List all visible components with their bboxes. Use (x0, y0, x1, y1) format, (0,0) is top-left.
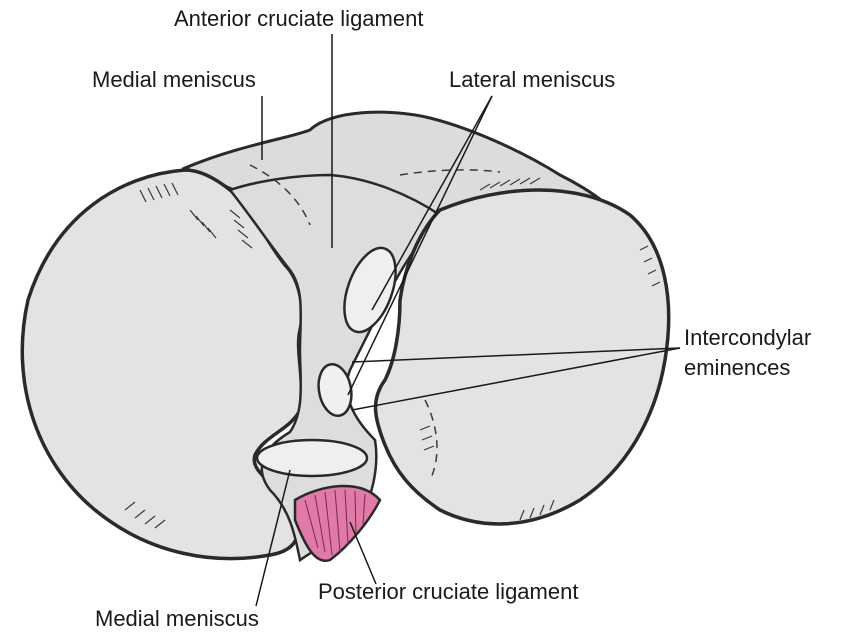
lateral-condyle (376, 190, 669, 524)
label-intercondylar-line1: Intercondylar (684, 323, 811, 353)
label-medial-meniscus-top: Medial meniscus (92, 68, 256, 92)
leader-pcl (350, 522, 376, 584)
label-posterior-cruciate-ligament: Posterior cruciate ligament (318, 580, 578, 604)
label-anterior-cruciate-ligament: Anterior cruciate ligament (174, 7, 423, 31)
label-medial-meniscus-bottom: Medial meniscus (95, 607, 259, 631)
label-intercondylar-line2: eminences (684, 353, 811, 383)
label-lateral-meniscus: Lateral meniscus (449, 68, 615, 92)
posterior-meniscus-oval (257, 440, 367, 476)
label-intercondylar-eminences: Intercondylar eminences (684, 323, 811, 383)
